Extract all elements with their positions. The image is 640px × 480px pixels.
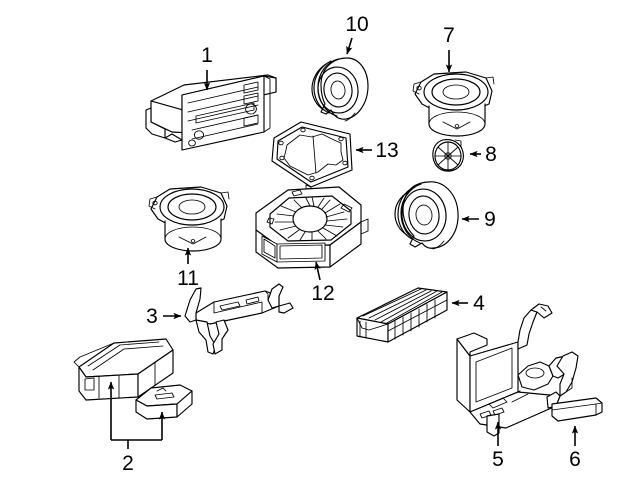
part-speaker-midrange-upper-right[interactable]: [412, 71, 495, 137]
part-control-module[interactable]: [135, 384, 193, 420]
callout-label-3: 3: [146, 305, 158, 328]
callout-label-1: 1: [201, 44, 213, 67]
callout-leader-10: [346, 37, 353, 55]
part-mounting-bracket[interactable]: [184, 283, 294, 355]
callout-label-11: 11: [177, 267, 199, 290]
callout-label-7: 7: [443, 24, 455, 47]
callout-label-10: 10: [345, 13, 368, 36]
callout-label-12: 12: [311, 282, 334, 305]
callout-label-2: 2: [122, 452, 134, 475]
callout-label-8: 8: [485, 143, 497, 166]
callout-leader-12: [314, 261, 321, 281]
callout-leader-2: [107, 381, 166, 449]
callout-label-6: 6: [569, 448, 581, 471]
part-speaker-cone-upper[interactable]: [311, 57, 369, 122]
part-tweeter[interactable]: [432, 138, 464, 172]
part-amplifier-mounting-tray[interactable]: [456, 303, 579, 437]
part-amplifier-module[interactable]: [73, 338, 174, 401]
part-retaining-strip[interactable]: [551, 397, 603, 422]
part-radio-head-unit[interactable]: [145, 74, 277, 151]
part-finned-amplifier[interactable]: [356, 287, 448, 343]
part-cover-plate[interactable]: [271, 121, 353, 193]
callout-label-4: 4: [473, 292, 485, 315]
part-subwoofer-assembly[interactable]: [255, 186, 369, 269]
callout-label-13: 13: [375, 139, 398, 162]
part-speaker-cone-right[interactable]: [394, 181, 459, 250]
callout-label-5: 5: [492, 448, 504, 471]
part-speaker-midrange-left[interactable]: [148, 186, 230, 252]
callout-label-9: 9: [484, 208, 496, 231]
